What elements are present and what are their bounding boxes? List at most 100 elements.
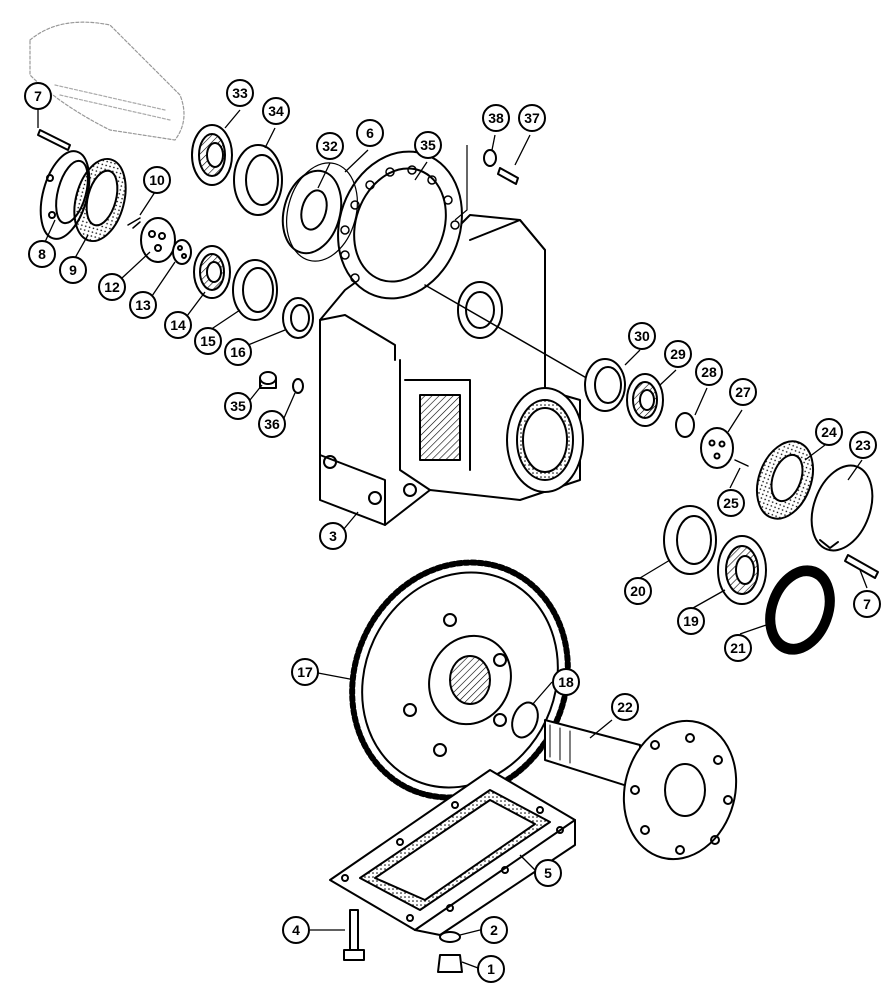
washer-38 <box>483 149 497 167</box>
oil-seal-21 <box>765 565 835 655</box>
callout-label: 3 <box>329 528 337 544</box>
callout-label: 32 <box>322 138 338 154</box>
callout-23: 23 <box>849 431 877 459</box>
callout-label: 9 <box>69 262 77 278</box>
callout-label: 25 <box>723 495 739 511</box>
bull-gear <box>349 559 571 801</box>
callout-14: 14 <box>164 311 192 339</box>
callout-35: 35 <box>224 392 252 420</box>
callout-label: 38 <box>488 110 504 126</box>
callout-8: 8 <box>28 240 56 268</box>
callout-label: 28 <box>701 364 717 380</box>
callout-7-right: 7 <box>853 590 881 618</box>
gasket-24 <box>755 440 815 520</box>
callout-label: 34 <box>268 103 284 119</box>
callout-17: 17 <box>291 658 319 686</box>
callout-label: 37 <box>524 110 540 126</box>
callout-label: 7 <box>863 596 871 612</box>
callout-34: 35 <box>414 131 442 159</box>
callout-label: 21 <box>730 640 746 656</box>
gasket <box>73 157 127 243</box>
callout-label: 35 <box>420 137 436 153</box>
callout-label: 20 <box>630 583 646 599</box>
callout-label: 6 <box>366 125 374 141</box>
callout-27: 27 <box>729 378 757 406</box>
callout-9: 9 <box>59 256 87 284</box>
lock-plate-27 <box>700 427 734 469</box>
callout-label: 15 <box>200 333 216 349</box>
callout-2: 2 <box>480 916 508 944</box>
callout-label: 1 <box>487 961 495 977</box>
callout-18: 18 <box>552 668 580 696</box>
callout-label: 8 <box>38 246 46 262</box>
bolt-7-right <box>844 554 879 579</box>
lock-plate <box>140 217 176 263</box>
callout-12: 12 <box>98 273 126 301</box>
bolt-25 <box>734 459 749 467</box>
callout-label: 27 <box>735 384 751 400</box>
callout-7-top: 7 <box>24 82 52 110</box>
callout-29: 29 <box>664 340 692 368</box>
callout-label: 36 <box>264 416 280 432</box>
o-ring <box>286 162 358 262</box>
bearing-cup-30 <box>584 358 626 412</box>
callout-label: 29 <box>670 346 686 362</box>
housing-flange-holes <box>340 165 460 283</box>
small-bolt <box>127 217 141 229</box>
bearing-cup-20 <box>663 505 717 575</box>
callout-30: 30 <box>628 322 656 350</box>
callout-label: 30 <box>634 328 650 344</box>
callout-20: 20 <box>624 577 652 605</box>
callout-label: 13 <box>135 297 151 313</box>
washer-2 <box>439 931 461 943</box>
callout-36: 36 <box>258 410 286 438</box>
callout-label: 12 <box>104 279 120 295</box>
axle-housing <box>319 150 584 526</box>
callout-5: 5 <box>534 859 562 887</box>
drain-plug-1 <box>437 954 463 973</box>
bearing-cone-32 <box>191 124 233 186</box>
callout-label: 19 <box>683 613 699 629</box>
callout-label: 23 <box>855 437 871 453</box>
bearing-cup-15 <box>232 259 278 321</box>
callout-22: 22 <box>611 693 639 721</box>
bolt-4 <box>343 909 365 961</box>
callouts: 7 8 9 10 12 13 14 15 16 33 34 32 6 35 38… <box>24 79 881 983</box>
callout-4: 4 <box>282 916 310 944</box>
callout-label: 18 <box>558 674 574 690</box>
shim <box>172 239 192 265</box>
bolt-37 <box>497 167 519 185</box>
callout-label: 24 <box>821 424 837 440</box>
callout-10: 10 <box>143 166 171 194</box>
bearing-cone-29 <box>626 373 664 427</box>
drain-plug-35 <box>259 371 277 389</box>
callout-37: 37 <box>518 104 546 132</box>
axle-shaft <box>544 719 738 861</box>
callout-33: 34 <box>262 97 290 125</box>
callout-label: 10 <box>149 172 165 188</box>
callout-label: 35 <box>230 398 246 414</box>
callout-16: 16 <box>224 338 252 366</box>
thrust-washer <box>281 169 343 255</box>
alignment-line <box>424 284 591 381</box>
washer-36 <box>292 378 304 394</box>
callout-1: 1 <box>477 955 505 983</box>
callout-6: 6 <box>356 119 384 147</box>
seal-ring-16 <box>282 297 314 339</box>
callout-31: 32 <box>316 132 344 160</box>
callout-24: 24 <box>815 418 843 446</box>
callout-label: 22 <box>617 699 633 715</box>
shim-28 <box>675 412 695 438</box>
bearing-cone-14 <box>193 245 231 299</box>
leader-lines <box>37 108 868 969</box>
bearing-cup-33 <box>233 144 283 216</box>
callout-32: 33 <box>226 79 254 107</box>
callout-21: 21 <box>724 634 752 662</box>
callout-label: 2 <box>490 922 498 938</box>
callout-label: 7 <box>34 88 42 104</box>
callout-label: 14 <box>170 317 186 333</box>
callout-label: 33 <box>232 85 248 101</box>
snap-ring <box>511 701 539 739</box>
faded-axle-shaft <box>29 21 185 141</box>
